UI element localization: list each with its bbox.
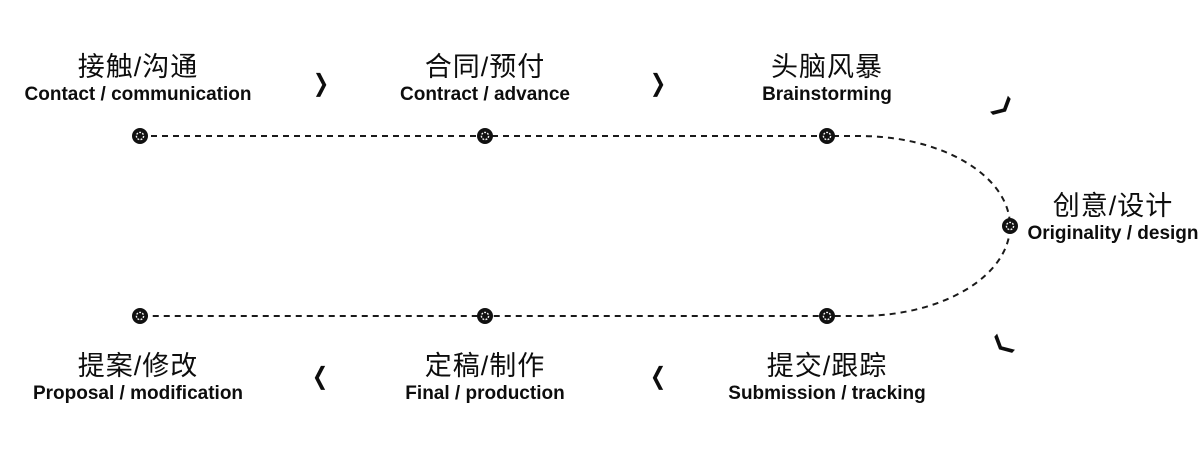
step-contact: 接触/沟通 Contact / communication xyxy=(25,51,252,105)
node-dot-brainstorming xyxy=(819,128,835,144)
node-dot-submission xyxy=(819,308,835,324)
step-originality: 创意/设计 Originality / design xyxy=(1027,190,1198,244)
step-contact-label-en: Contact / communication xyxy=(24,84,252,105)
step-submission-label-en: Submission / tracking xyxy=(728,383,926,404)
chevron-left-icon: ❮ xyxy=(311,363,329,390)
step-brainstorming-label-zh: 头脑风暴 xyxy=(770,52,883,82)
step-final-label-en: Final / production xyxy=(405,383,565,404)
node-dot-contract xyxy=(477,128,493,144)
node-dot-originality xyxy=(1002,218,1018,234)
step-brainstorming: 头脑风暴 Brainstorming xyxy=(762,51,892,105)
node-dot-final xyxy=(477,308,493,324)
step-contact-label-zh: 接触/沟通 xyxy=(77,52,199,82)
chevron-left-icon: ❮ xyxy=(649,363,667,390)
node-dot-contact xyxy=(132,128,148,144)
step-originality-label-zh: 创意/设计 xyxy=(1052,191,1174,221)
step-proposal-label-zh: 提案/修改 xyxy=(77,351,199,381)
step-brainstorming-label-en: Brainstorming xyxy=(762,84,892,105)
step-proposal-label-en: Proposal / modification xyxy=(32,383,244,404)
step-proposal: 提案/修改 Proposal / modification xyxy=(33,350,243,404)
step-final: 定稿/制作 Final / production xyxy=(405,350,564,404)
chevron-right-icon: ❯ xyxy=(649,70,667,97)
dashed-flow-path xyxy=(140,135,1011,317)
node-dot-proposal xyxy=(132,308,148,324)
step-contract-label-en: Contract / advance xyxy=(400,84,570,105)
step-submission: 提交/跟踪 Submission / tracking xyxy=(728,350,925,404)
chevron-right-icon: ❯ xyxy=(312,70,330,97)
step-final-label-zh: 定稿/制作 xyxy=(424,351,546,381)
step-contract: 合同/预付 Contract / advance xyxy=(400,51,570,105)
step-contract-label-zh: 合同/预付 xyxy=(424,52,546,82)
step-submission-label-zh: 提交/跟踪 xyxy=(766,351,888,381)
step-originality-label-en: Originality / design xyxy=(1027,223,1199,244)
